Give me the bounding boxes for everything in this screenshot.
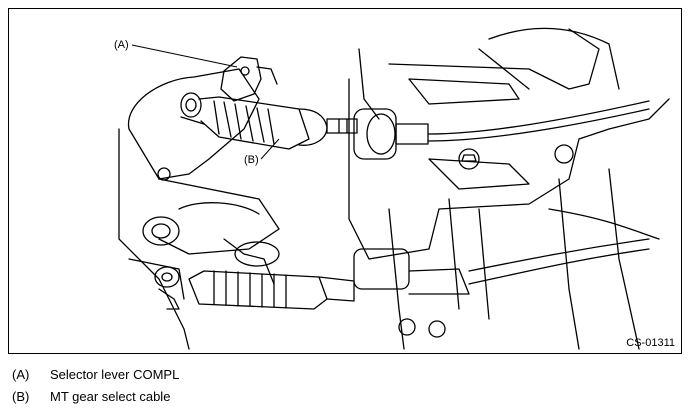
transmission-case-left [118, 68, 280, 350]
legend-key: (B) [12, 389, 30, 404]
callout-b: (B) [244, 154, 259, 166]
selector-lever [220, 56, 278, 102]
legend-text: MT gear select cable [50, 389, 171, 404]
legend-item: (B) MT gear select cable [12, 386, 179, 408]
transmission-line-drawing [118, 27, 670, 350]
gear-select-cable-upper [180, 92, 358, 150]
legend-key: (A) [12, 367, 30, 382]
figure-code: CS-01311 [626, 337, 675, 349]
legend: (A) Selector lever COMPL (B) MT gear selec… [12, 364, 179, 408]
legend-item: (A) Selector lever COMPL [12, 364, 179, 386]
lower-cable [154, 238, 650, 338]
callout-a: (A) [114, 39, 129, 51]
legend-text: Selector lever COMPL [50, 367, 180, 382]
transmission-case-right [348, 27, 670, 350]
figure-frame: (A) (B) CS-01311 [8, 8, 682, 354]
